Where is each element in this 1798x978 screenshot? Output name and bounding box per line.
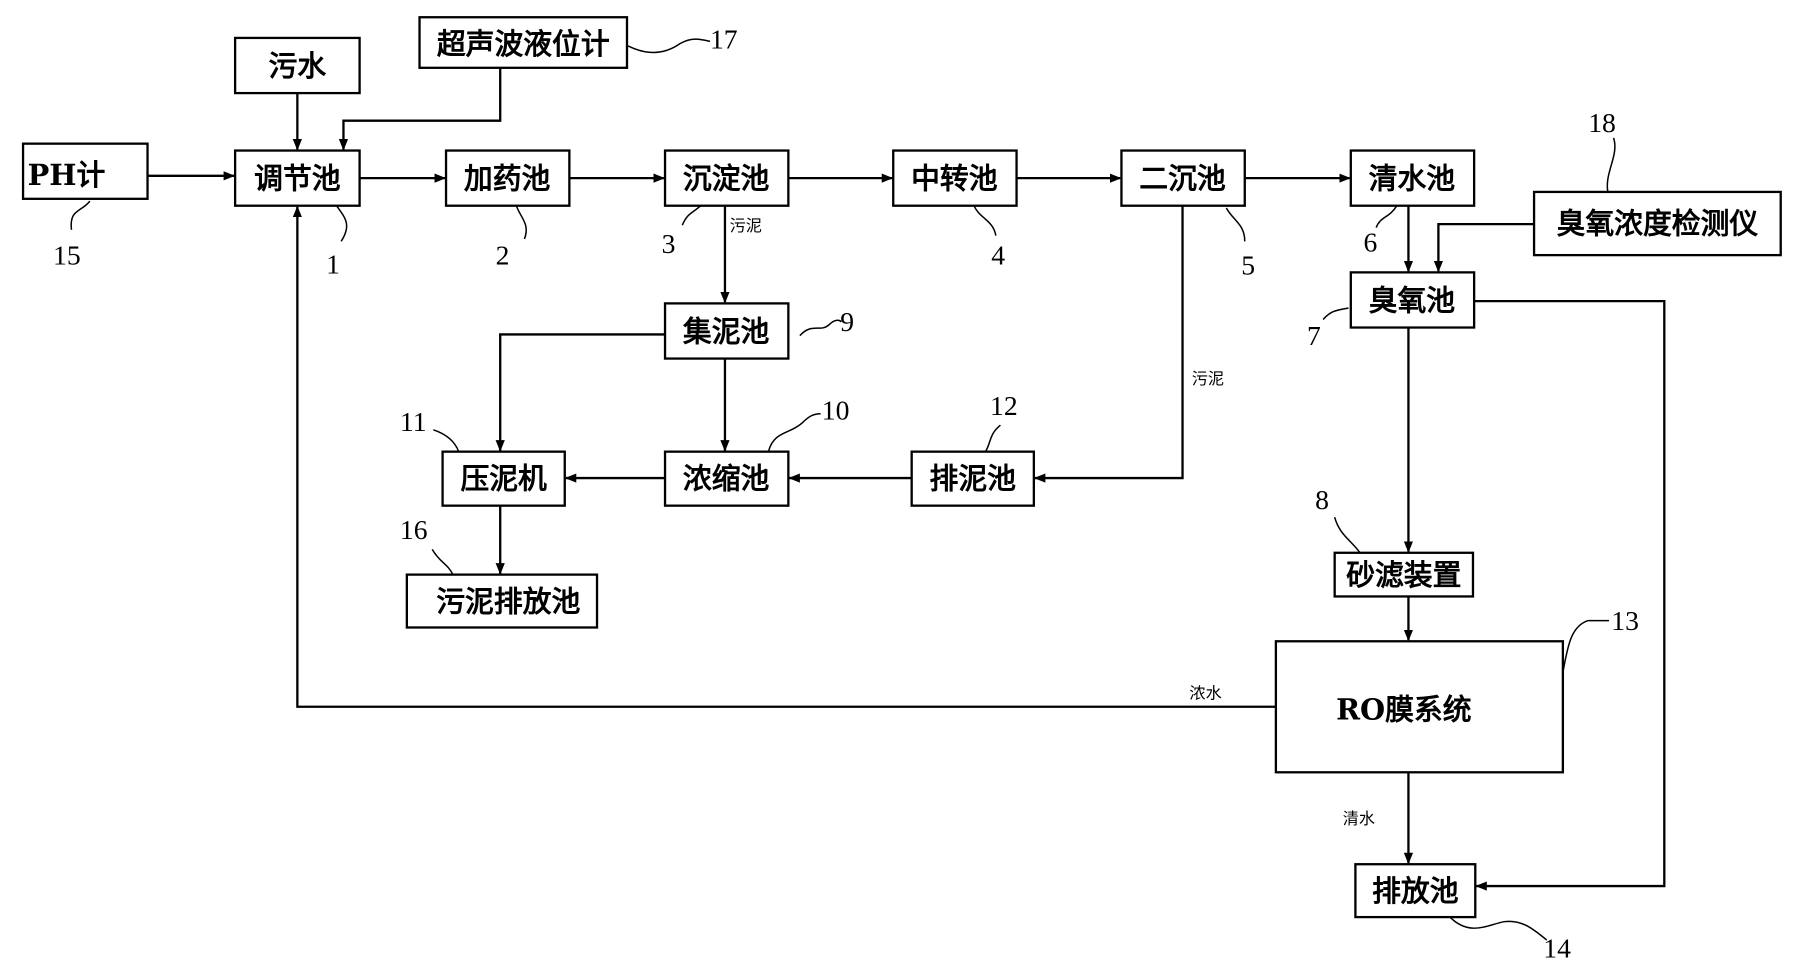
box-sand-filter: 砂滤装置 [1333, 551, 1475, 598]
transfer-label: 中转池 [911, 162, 998, 196]
box-sedimentation-tank: 沉淀池 [663, 149, 790, 207]
leader-lines [70, 38, 1616, 941]
ph-meter-label: PH计 [28, 158, 106, 192]
box-sewage: 污水 [233, 36, 361, 95]
ref-number-10: 10 [822, 395, 850, 426]
ozone-tank-label: 臭氧池 [1369, 283, 1456, 317]
box-thickening-tank: 浓缩池 [663, 450, 790, 507]
collection-label: 集泥池 [682, 314, 770, 348]
ref-number-8: 8 [1315, 484, 1329, 515]
thickening-label: 浓缩池 [683, 461, 770, 495]
ozone-detector-label: 臭氧浓度检测仪 [1557, 206, 1759, 240]
sludge-outlet-label: 污泥排放池 [436, 584, 580, 618]
ref-number-17: 17 [710, 23, 738, 54]
reference-numbers: 15 1 2 3 4 5 6 7 9 10 11 12 16 17 18 8 1… [53, 23, 1639, 963]
regulating-label: 调节池 [254, 162, 341, 196]
ref-number-2: 2 [496, 239, 510, 270]
ref-number-1: 1 [326, 249, 340, 280]
secondary-label: 二沉池 [1139, 162, 1226, 196]
box-discharge-tank: 排放池 [1354, 863, 1477, 919]
box-regulating-tank: 调节池 [233, 149, 361, 207]
box-ozone-tank: 臭氧池 [1349, 271, 1476, 329]
connectors [147, 67, 1666, 891]
box-sludge-press: 压泥机 [441, 450, 566, 507]
flow-label-sludge: 污泥 [730, 216, 762, 235]
box-ozone-detector: 臭氧浓度检测仪 [1532, 190, 1782, 257]
ref-number-4: 4 [991, 239, 1005, 270]
ref-number-18: 18 [1588, 107, 1616, 138]
box-secondary-sedimentation: 二沉池 [1120, 149, 1246, 207]
ref-number-9: 9 [840, 306, 854, 337]
ref-number-3: 3 [662, 228, 676, 259]
ro-label: RO膜系统 [1336, 692, 1472, 726]
arrow-level-meter-to-regulating [338, 67, 502, 151]
box-dosing-tank: 加药池 [444, 149, 571, 207]
sand-filter-label: 砂滤装置 [1346, 558, 1461, 592]
box-sludge-collection: 集泥池 [663, 302, 790, 360]
arrow-ozone-to-discharge [1474, 299, 1666, 891]
box-sludge-discharge: 排泥池 [910, 450, 1036, 507]
discharge-label: 排放池 [1372, 874, 1459, 908]
sewage-label: 污水 [269, 49, 327, 83]
dosing-label: 加药池 [464, 162, 551, 196]
arrow-ro-concentrate-to-regulating [292, 205, 1276, 708]
press-label: 压泥机 [460, 461, 547, 495]
box-ph-meter: PH计 [21, 142, 149, 200]
ref-number-5: 5 [1241, 250, 1255, 281]
box-ultrasonic-level-meter: 超声波液位计 [418, 16, 629, 69]
flow-label-sludge: 污泥 [1192, 369, 1224, 388]
ref-number-13: 13 [1611, 605, 1639, 636]
box-sludge-outlet: 污泥排放池 [405, 573, 599, 629]
sedimentation-label: 沉淀池 [683, 162, 770, 196]
flow-label-clear-water: 清水 [1343, 809, 1375, 828]
box-transfer-tank: 中转池 [892, 149, 1018, 207]
box-clear-water-tank: 清水池 [1349, 149, 1476, 207]
ref-number-16: 16 [400, 514, 428, 545]
arrow-detector-to-ozone [1433, 222, 1535, 273]
ref-number-14: 14 [1543, 932, 1571, 963]
arrow-collection-to-press [495, 333, 666, 452]
ref-number-6: 6 [1363, 227, 1377, 258]
arrow-secondary-to-sludge-discharge [1033, 205, 1184, 483]
flow-label-concentrate: 浓水 [1189, 684, 1221, 703]
box-ro-system: RO膜系统 [1274, 640, 1565, 774]
ref-number-15: 15 [53, 239, 81, 270]
clear-water-label: 清水池 [1369, 162, 1456, 196]
sludge-discharge-label: 排泥池 [930, 461, 1017, 495]
ref-number-11: 11 [400, 406, 427, 437]
ultrasonic-label: 超声波液位计 [437, 27, 610, 61]
ref-number-7: 7 [1307, 320, 1321, 351]
ref-number-12: 12 [990, 390, 1018, 421]
